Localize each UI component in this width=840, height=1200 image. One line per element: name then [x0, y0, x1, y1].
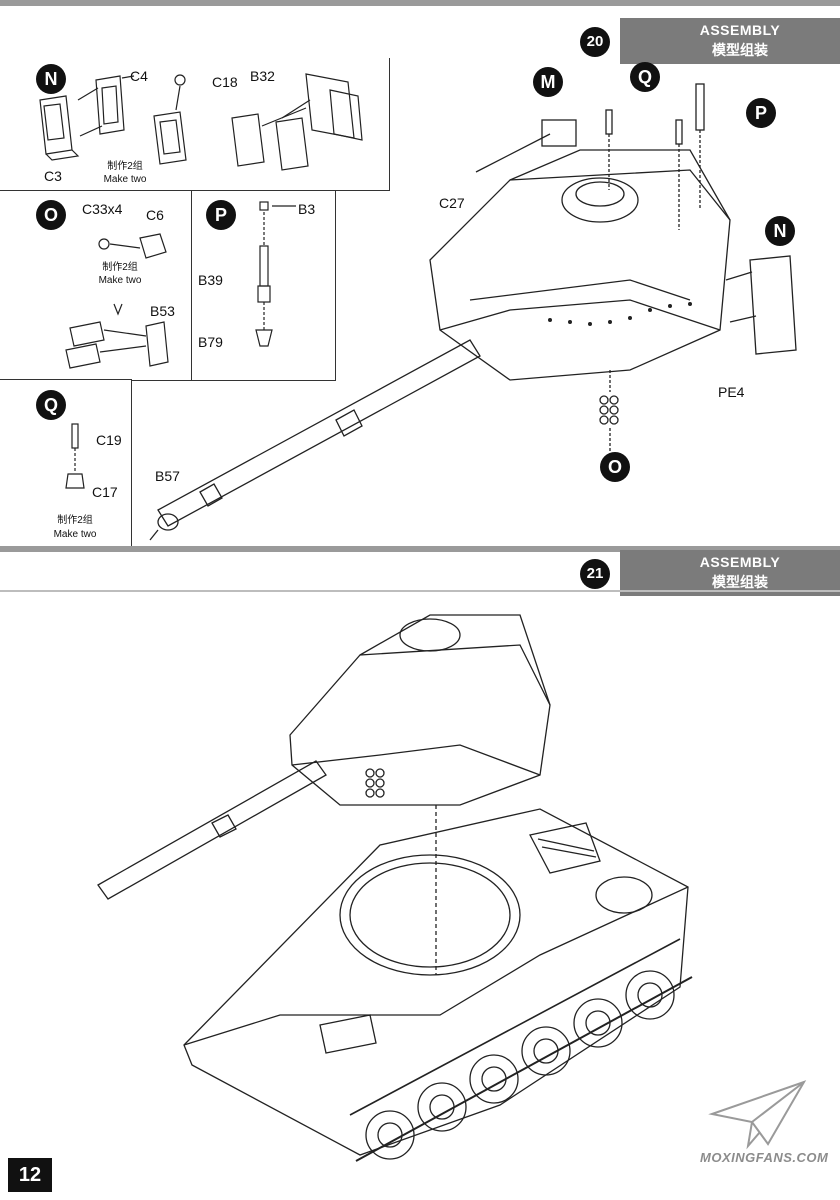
note-q-make-two-cn: 制作2组: [57, 515, 93, 526]
step-21-divider: [0, 546, 840, 552]
subassembly-q-box: [0, 379, 132, 547]
periscope-drawing: [65, 423, 85, 489]
step-21-title-cn: 模型组装: [712, 574, 768, 590]
subassembly-n-badge: N: [36, 64, 66, 94]
part-label-pe4: PE4: [718, 384, 745, 400]
part-label-b57: B57: [155, 468, 180, 484]
step-21-header-bar: [620, 550, 840, 596]
part-label-c19: C19: [96, 432, 122, 448]
step-21-header: 21 ASSEMBLY 模型组装: [580, 550, 840, 596]
step-20-header-bar: [620, 18, 840, 64]
note-o-make-two-en: Make two: [98, 275, 142, 286]
part-label-b39: B39: [198, 272, 223, 288]
jerrycan-drawing: [39, 73, 363, 171]
part-label-c4: C4: [130, 68, 148, 84]
watermark-text: MOXINGFANS.COM: [700, 1150, 829, 1165]
note-o-make-two-cn: 制作2组: [102, 262, 138, 273]
subassembly-p-badge: P: [206, 200, 236, 230]
part-label-b3: B3: [298, 201, 316, 217]
note-make-two-en: Make two: [103, 174, 147, 185]
step-20-number: 20: [580, 27, 610, 57]
part-label-c6: C6: [146, 207, 164, 223]
step-20-title-cn: 模型组装: [712, 42, 768, 58]
paper-plane-logo-icon: [708, 1080, 807, 1150]
part-label-b32: B32: [250, 68, 275, 84]
part-label-c27: C27: [439, 195, 465, 211]
part-label-b79: B79: [198, 334, 223, 350]
step-21-number: 21: [580, 559, 610, 589]
callout-badge-m: M: [533, 67, 563, 97]
note-make-two-cn: 制作2组: [107, 161, 143, 172]
part-label-c17: C17: [92, 484, 118, 500]
note-q-make-two-en: Make two: [53, 529, 97, 540]
step-20-turret-drawing: [149, 83, 797, 541]
callout-badge-q: Q: [630, 62, 660, 92]
smoke-launcher-drawing: [65, 233, 169, 369]
subassembly-o-box: [0, 190, 192, 381]
part-label-b53: B53: [150, 303, 175, 319]
step-21-header-underline: [0, 590, 840, 592]
subassembly-q-badge: Q: [36, 390, 66, 420]
part-label-c33x4: C33x4: [82, 201, 123, 217]
step-20-header: 20 ASSEMBLY 模型组装: [580, 18, 840, 64]
part-label-c3: C3: [44, 168, 62, 184]
step-21-title-en: ASSEMBLY: [699, 554, 781, 570]
antenna-mount-drawing: [255, 201, 296, 347]
callout-badge-o: O: [600, 452, 630, 482]
callout-badge-n: N: [765, 216, 795, 246]
step-20-top-rule: [0, 0, 840, 6]
step-20-title-en: ASSEMBLY: [699, 22, 781, 38]
page-number: 12: [8, 1158, 52, 1192]
subassembly-o-badge: O: [36, 200, 66, 230]
callout-badge-p: P: [746, 98, 776, 128]
part-label-c18: C18: [212, 74, 238, 90]
step-21-tank-drawing: [97, 614, 693, 1162]
